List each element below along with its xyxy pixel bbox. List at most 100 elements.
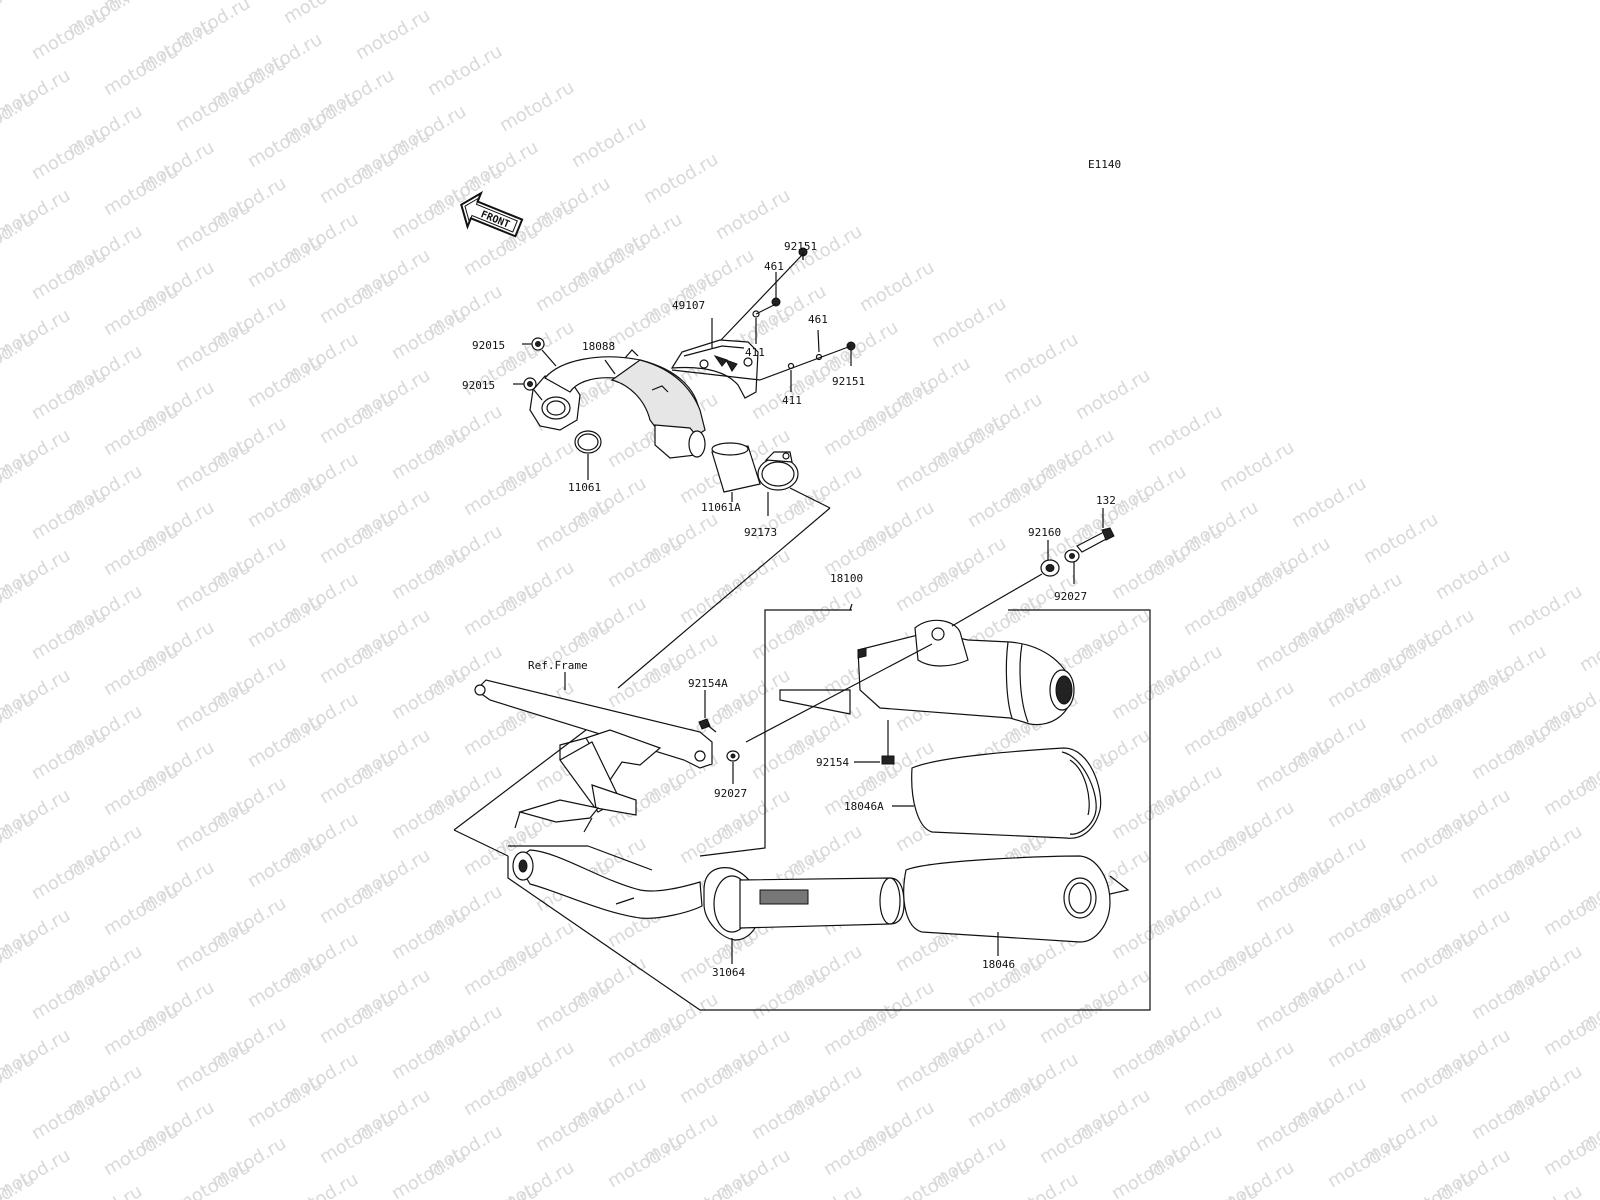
watermark-text: motod.ru (244, 833, 326, 892)
watermark-text: motod.ru (820, 401, 902, 460)
watermark-text: motod.ru (748, 605, 830, 664)
watermark-text: motod.ru (1180, 821, 1262, 880)
watermark-text: motod.ru (604, 653, 686, 712)
watermark-text: motod.ru (100, 161, 182, 220)
watermark-text: motod.ru (172, 797, 254, 856)
watermark-text: motod.ru (1036, 989, 1118, 1048)
watermark-text: motod.ru (784, 1181, 866, 1200)
watermark-text: motod.ru (1252, 737, 1334, 796)
watermark-text: motod.ru (1180, 1061, 1262, 1120)
label-461-b: 461 (808, 313, 828, 326)
watermark-text: motod.ru (964, 1073, 1046, 1132)
watermark-text: motod.ru (244, 593, 326, 652)
watermark-text: motod.ru (1324, 653, 1406, 712)
watermark-text: motod.ru (388, 1145, 470, 1200)
watermark-text: motod.ru (676, 1049, 758, 1108)
watermark-text: motod.ru (460, 941, 542, 1000)
watermark-text: motod.ru (244, 233, 326, 292)
watermark-text: motod.ru (748, 725, 830, 784)
watermark-text: motod.ru (0, 629, 2, 688)
label-92160: 92160 (1028, 526, 1061, 539)
watermark-text: motod.ru (244, 1073, 326, 1132)
watermark-text: motod.ru (496, 77, 578, 136)
watermark-text: motod.ru (172, 1037, 254, 1096)
watermark-text: motod.ru (892, 557, 974, 616)
watermark-text: motod.ru (28, 965, 110, 1024)
watermark-text: motod.ru (1108, 785, 1190, 844)
muffler-assembly-box (507, 609, 1151, 1011)
watermark-text: motod.ru (100, 281, 182, 340)
watermark-text: motod.ru (1468, 845, 1550, 904)
watermark-text: motod.ru (100, 641, 182, 700)
watermark-text: motod.ru (1252, 617, 1334, 676)
grommet-92160 (1040, 559, 1060, 577)
watermark-text: motod.ru (532, 1097, 614, 1156)
watermark-text: motod.ru (0, 269, 2, 328)
watermark-text: motod.ru (424, 41, 506, 100)
watermark-text: motod.ru (1036, 1109, 1118, 1168)
watermark-text: motod.ru (172, 437, 254, 496)
watermark-text: motod.ru (172, 197, 254, 256)
watermark-text: motod.ru (316, 149, 398, 208)
watermark-text: motod.ru (1108, 665, 1190, 724)
label-ref-frame: Ref.Frame (528, 659, 588, 672)
watermark-text: motod.ru (892, 1037, 974, 1096)
watermark-text: motod.ru (0, 389, 2, 448)
watermark-text: motod.ru (0, 1109, 2, 1168)
watermark-text: motod.ru (316, 389, 398, 448)
watermark-text: motod.ru (1108, 1025, 1190, 1084)
diagram-code: E1140 (1088, 158, 1121, 171)
watermark-text: motod.ru (1504, 1181, 1586, 1200)
watermark-text: motod.ru (28, 485, 110, 544)
watermark-text: motod.ru (1180, 701, 1262, 760)
watermark-text: motod.ru (172, 77, 254, 136)
watermark-text: motod.ru (388, 545, 470, 604)
watermark-text: motod.ru (316, 269, 398, 328)
bolt-92154A (698, 718, 717, 733)
watermark-text: motod.ru (460, 581, 542, 640)
watermark-text: motod.ru (1288, 473, 1370, 532)
watermark-text: motod.ru (352, 5, 434, 64)
watermark-text: motod.ru (28, 605, 110, 664)
clamp-92173 (757, 451, 799, 491)
watermark-text: motod.ru (820, 1121, 902, 1180)
ref-frame (474, 679, 713, 833)
label-92154: 92154 (816, 756, 849, 769)
watermark-text: motod.ru (1396, 1049, 1478, 1108)
watermark-text: motod.ru (1576, 617, 1600, 676)
watermark-text: motod.ru (0, 0, 38, 28)
watermark-text: motod.ru (1108, 1145, 1190, 1200)
watermark-text: motod.ru (0, 149, 2, 208)
watermark-text: motod.ru (244, 953, 326, 1012)
label-92015-b: 92015 (462, 379, 495, 392)
collar-11061A (711, 442, 761, 493)
watermark-text: motod.ru (28, 245, 110, 304)
label-92027-b: 92027 (714, 787, 747, 800)
label-461-a: 461 (764, 260, 784, 273)
watermark-text: motod.ru (1108, 905, 1190, 964)
watermark-text: motod.ru (244, 113, 326, 172)
watermark-text: motod.ru (64, 1181, 146, 1200)
watermark-text: motod.ru (100, 881, 182, 940)
label-92154A: 92154A (688, 677, 728, 690)
watermark-text: motod.ru (1396, 809, 1478, 868)
watermark-text: motod.ru (892, 1157, 974, 1200)
watermark-text: motod.ru (100, 1121, 182, 1180)
watermark-text: motod.ru (172, 677, 254, 736)
watermark-text: motod.ru (1180, 941, 1262, 1000)
part-labels: 92151 461 49107 411 461 92151 411 18088 … (462, 240, 1116, 979)
watermark-text: motod.ru (388, 1025, 470, 1084)
watermark-text: motod.ru (1072, 365, 1154, 424)
label-92027-a: 92027 (1054, 590, 1087, 603)
watermark-text: motod.ru (244, 473, 326, 532)
watermark-text: motod.ru (1000, 329, 1082, 388)
watermark-text: motod.ru (1504, 581, 1586, 640)
watermark-text: motod.ru (0, 869, 2, 928)
watermark-text: motod.ru (532, 977, 614, 1036)
watermark-text: motod.ru (280, 1169, 362, 1200)
watermark-text: motod.ru (1252, 977, 1334, 1036)
watermark-text: motod.ru (280, 0, 362, 28)
watermark-text: motod.ru (964, 473, 1046, 532)
watermark-text: motod.ru (460, 1061, 542, 1120)
